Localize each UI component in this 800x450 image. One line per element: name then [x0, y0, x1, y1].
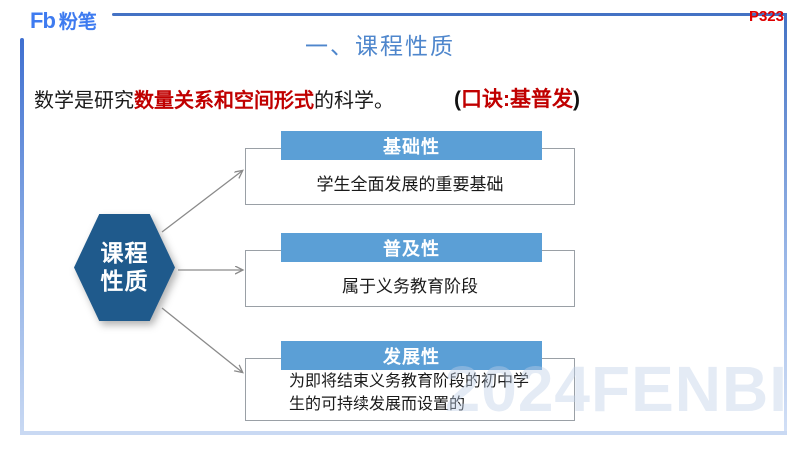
hexagon-label-line1: 课程 [100, 239, 149, 266]
hexagon-label-line2: 性质 [100, 267, 149, 294]
mnemonic-text: 口诀:基普发 [461, 88, 573, 111]
intro-prefix: 数学是研究 [34, 90, 134, 112]
hexagon-node: 课程 性质 [74, 214, 175, 321]
item-body: 属于义务教育阶段 [342, 276, 478, 296]
item-header: 发展性 [281, 341, 542, 370]
arrow-to-item-3 [161, 307, 242, 372]
intro-sentence: 数学是研究数量关系和空间形式的科学。 [34, 84, 394, 113]
item-panel-development: 发展性 为即将结束义务教育阶段的初中学生的可持续发展而设置的 [245, 341, 575, 421]
arrow-to-item-1 [161, 171, 242, 233]
item-header: 基础性 [281, 131, 542, 160]
item-panel-basics: 基础性 学生全面发展的重要基础 [245, 131, 575, 205]
connector-arrows [161, 140, 260, 390]
intro-highlight: 数量关系和空间形式 [134, 90, 314, 112]
intro-suffix: 的科学。 [314, 90, 394, 112]
item-body: 学生全面发展的重要基础 [316, 174, 504, 194]
page-title: 一、课程性质 [305, 33, 455, 59]
page-reference: P323 [748, 8, 784, 25]
frame-right-border [784, 13, 787, 434]
brand-name: 粉笔 [58, 12, 97, 33]
brand-logo: Fb 粉笔 [30, 7, 97, 34]
mnemonic-close-paren: ) [573, 88, 580, 111]
mnemonic-open-paren: ( [454, 88, 461, 111]
frame-bottom-border [20, 431, 787, 435]
item-body: 为即将结束义务教育阶段的初中学生的可持续发展而设置的 [289, 372, 530, 413]
hexagon-shape: 课程 性质 [74, 214, 175, 321]
brand-logo-icon: Fb [30, 8, 56, 33]
frame-top-line [112, 13, 787, 16]
item-header: 普及性 [281, 233, 542, 262]
mnemonic: (口诀:基普发) [454, 83, 580, 113]
frame-left-border [20, 38, 24, 434]
item-panel-universality: 普及性 属于义务教育阶段 [245, 233, 575, 307]
